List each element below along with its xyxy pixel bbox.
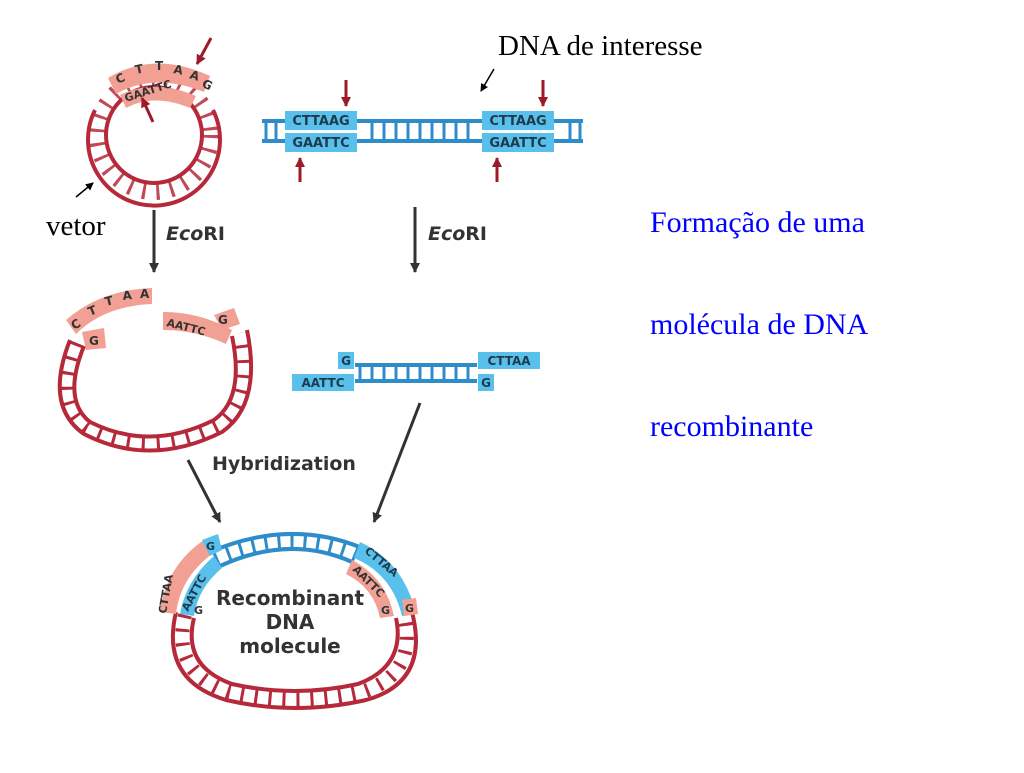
recombinant-insert-outer bbox=[209, 531, 363, 554]
cut-arrow bbox=[140, 97, 155, 123]
product-label-line3: molecule bbox=[239, 634, 341, 658]
cut-vector-letter: G bbox=[218, 313, 228, 327]
junction-insert-right bbox=[354, 542, 416, 616]
sticky-end-insert bbox=[292, 374, 354, 391]
vector-label: vetor bbox=[46, 210, 106, 242]
site-sequence-bottom: GAATTC bbox=[292, 136, 349, 151]
cut-vector-rungs bbox=[60, 331, 251, 451]
vector-letter: A bbox=[172, 62, 184, 78]
sticky-end-insert bbox=[338, 352, 354, 369]
side-note-line: Formação de uma bbox=[650, 206, 865, 239]
vector-letter: T bbox=[134, 61, 146, 77]
sticky-end-vector bbox=[66, 288, 152, 334]
cut-insert-sequence: AATTC bbox=[301, 376, 344, 390]
hybridization-label: Hybridization bbox=[212, 453, 356, 475]
cut-insert-letter: G bbox=[341, 354, 351, 368]
site-box bbox=[285, 133, 357, 152]
dna-of-interest-label: DNA de interesse bbox=[498, 30, 703, 62]
insert-rungs bbox=[264, 121, 582, 141]
product-label-line1: Recombinant bbox=[216, 586, 365, 610]
vector-outer-arc bbox=[86, 109, 222, 208]
recombinant-vector-inner bbox=[189, 617, 400, 693]
recombinant-left-vector-g: G bbox=[194, 604, 203, 617]
vector-site-top bbox=[108, 63, 210, 94]
cut-arrow bbox=[195, 37, 213, 65]
junction-vector-left bbox=[160, 540, 212, 614]
cut-vector: C T T A A G AATTC G bbox=[57, 287, 254, 453]
cut-vector-letter: G bbox=[89, 334, 99, 348]
site-box bbox=[482, 111, 554, 130]
site-box bbox=[482, 133, 554, 152]
side-note: Formação de uma molécula de DNA recombin… bbox=[650, 138, 868, 478]
site-box bbox=[285, 111, 357, 130]
cut-insert-rungs bbox=[358, 365, 470, 381]
vector-site-bottom bbox=[120, 86, 196, 108]
sticky-end-vector bbox=[82, 328, 106, 350]
sticky-end-vector bbox=[163, 312, 232, 344]
cut-vector-letter: A bbox=[122, 288, 133, 303]
recombinant-molecule: CTTAA AATTC G G CTTAA AATTC G G Recombin… bbox=[156, 531, 418, 710]
recombinant-right-vector-g: G bbox=[405, 602, 414, 615]
sticky-end-insert bbox=[478, 374, 494, 391]
cut-vector-outer bbox=[57, 329, 254, 453]
junction-insert-left bbox=[180, 556, 222, 616]
hybridization-arrow-left bbox=[186, 459, 222, 523]
sticky-end-insert bbox=[478, 352, 540, 369]
site-sequence-top: CTTAAG bbox=[292, 114, 349, 129]
junction-vector-right-g bbox=[402, 598, 418, 616]
recombinant-insert-inner bbox=[219, 547, 353, 568]
enzyme-label: EcoRI bbox=[428, 223, 487, 245]
recombinant-left-insert-g: G bbox=[206, 540, 215, 553]
recombinant-vector-outer bbox=[170, 611, 418, 710]
cut-insert: G AATTC CTTAA G bbox=[292, 352, 540, 391]
cut-vector-inner bbox=[72, 335, 238, 439]
dna-pointer-arrow bbox=[480, 68, 495, 92]
site-sequence-bottom: GAATTC bbox=[489, 136, 546, 151]
cut-vector-letter: A bbox=[140, 287, 150, 301]
side-note-line: molécula de DNA bbox=[650, 308, 869, 341]
insert-dna-linear: CTTAAG GAATTC CTTAAG GAATTC bbox=[262, 80, 583, 182]
sticky-end-vector bbox=[214, 308, 240, 330]
recombinant-vector-rungs bbox=[175, 613, 414, 707]
junction-vector-right bbox=[346, 560, 394, 618]
product-label-line2: DNA bbox=[266, 610, 315, 634]
junction-insert-left-g bbox=[202, 534, 222, 556]
cut-insert-letter: G bbox=[481, 376, 491, 390]
vector-letter: T bbox=[155, 59, 164, 73]
hybridization-arrow-right bbox=[372, 402, 422, 523]
site-sequence-top: CTTAAG bbox=[489, 114, 546, 129]
cut-insert-sequence: CTTAA bbox=[487, 354, 531, 368]
side-note-line: recombinante bbox=[650, 410, 814, 443]
vector-plasmid: C T T A A G GAATTC bbox=[86, 37, 222, 208]
vector-pointer-arrow bbox=[75, 182, 94, 198]
enzyme-label: EcoRI bbox=[166, 223, 225, 245]
recombinant-right-insert-g: G bbox=[381, 604, 390, 617]
